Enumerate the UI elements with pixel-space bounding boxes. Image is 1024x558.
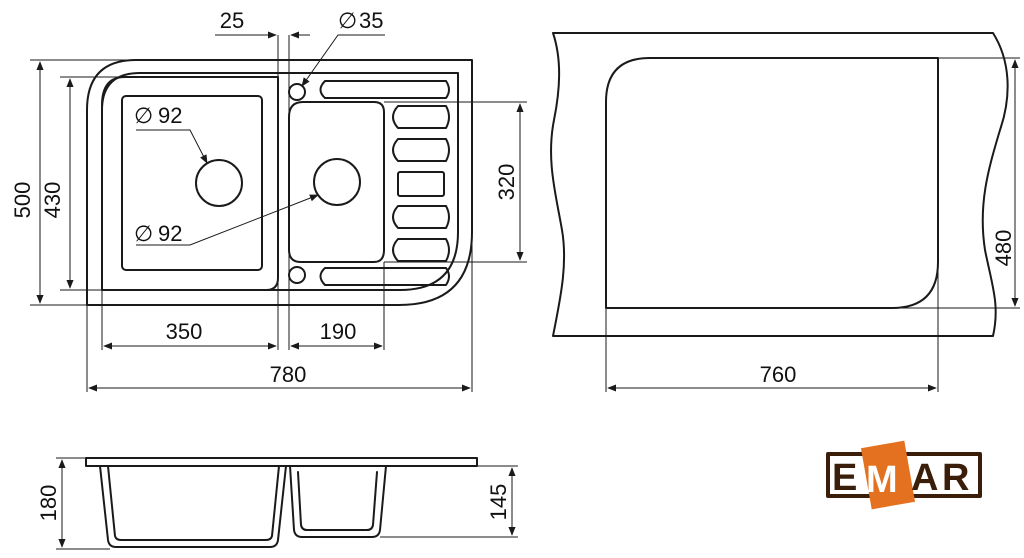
large-bowl-outer: [101, 76, 279, 291]
dim-bowl-depth: 180: [36, 485, 61, 522]
section-large-bowl: [99, 465, 287, 548]
small-bowl-drain: [313, 158, 361, 206]
diameter-symbol: ∅: [338, 9, 357, 34]
overflow-hole-bottom: [288, 266, 306, 284]
dim-hole-top: 25: [220, 8, 244, 33]
dim-cutout-width: 760: [760, 362, 797, 387]
dim-drainer-height: 320: [494, 164, 519, 201]
dim-bowl-width: 350: [166, 319, 203, 344]
leader-drain-top: [136, 129, 208, 164]
dim-inner-height: 430: [40, 182, 65, 219]
dim-cutout-height: 480: [991, 230, 1016, 267]
section-rim: [85, 457, 478, 467]
dim-overall-width: 780: [270, 362, 307, 387]
sink-outer-outline: [86, 59, 473, 306]
large-bowl-inner: [121, 95, 263, 271]
dim-small-bowl-depth: 145: [486, 484, 511, 521]
drainer-rib-5: [392, 238, 450, 262]
leader-drain-bottom: [136, 194, 319, 246]
logo-letter-a: A: [911, 457, 938, 499]
side-section-view: 180 145: [36, 457, 518, 550]
drainer-rib-1: [392, 105, 450, 129]
drainer-rib-3: [397, 171, 445, 197]
dim-drain-top: 92: [158, 103, 182, 128]
dim-overall-height: 500: [10, 182, 35, 219]
dim-drain-bottom: 92: [158, 221, 182, 246]
emar-logo: E M A R: [826, 440, 982, 510]
cutout-outline: [605, 57, 939, 309]
cutout-view: 480 760: [550, 32, 1020, 392]
logo-letter-m: M: [866, 459, 898, 501]
leader-overflow: [301, 34, 385, 87]
diameter-symbol: ∅: [134, 222, 153, 247]
drainer-groove-top: [319, 80, 450, 99]
drainer-groove-bottom: [319, 267, 450, 286]
diameter-symbol: ∅: [134, 104, 153, 129]
overflow-hole-top: [288, 83, 306, 101]
logo-letter-e: E: [832, 457, 857, 499]
drainer-rib-2: [392, 138, 450, 162]
logo-letter-r: R: [942, 457, 969, 499]
small-bowl: [288, 101, 385, 263]
section-small-bowl-inner: [297, 471, 378, 531]
dim-overflow-diameter: 35: [359, 8, 383, 33]
countertop-outline: [550, 32, 1009, 337]
drainer-rib-4: [392, 205, 450, 229]
large-bowl-drain: [195, 159, 243, 207]
section-small-bowl: [289, 465, 387, 538]
top-view: 25 ∅ 35 ∅ 92 ∅ 92 500 430 350 190 780 32…: [10, 8, 527, 392]
section-large-bowl-inner: [107, 465, 280, 541]
dim-drainer-width: 190: [320, 319, 357, 344]
